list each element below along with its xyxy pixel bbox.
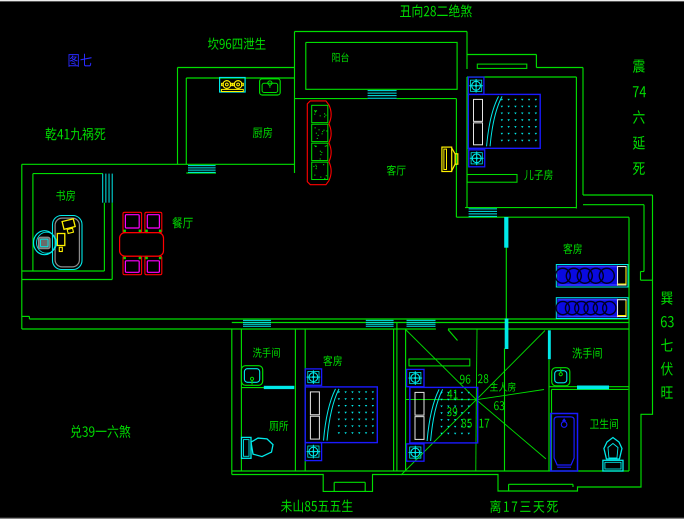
window-hall-window-3 — [406, 319, 436, 327]
text-room-living — [386, 164, 406, 176]
walls — [21, 30, 654, 492]
study-desk — [51, 214, 83, 271]
window-kitchen-window — [188, 165, 216, 173]
window-master-door — [504, 318, 509, 349]
toilet-right — [602, 436, 624, 472]
bed-master — [409, 386, 479, 444]
wall — [305, 41, 458, 90]
text-room-guest-tr — [563, 243, 582, 255]
ac-guest-2 — [304, 441, 323, 462]
text-num-17 — [479, 418, 490, 428]
ac-master-1 — [405, 368, 425, 388]
window-hall-window-1 — [243, 319, 271, 327]
text-num-85 — [461, 418, 472, 428]
text-compass-li — [490, 499, 558, 513]
text-compass-xun — [660, 291, 674, 399]
furniture — [32, 63, 629, 472]
text-room-washroom-l — [252, 347, 280, 358]
ac-son-2 — [468, 149, 486, 168]
text-room-dining — [172, 217, 193, 229]
text-num-63 — [494, 401, 505, 411]
text-compass-dui — [70, 424, 131, 438]
text-room-washroom-r — [572, 347, 602, 359]
text-room-balcony — [332, 52, 349, 63]
sink-washroom-r — [551, 367, 571, 387]
window-hall-window-2 — [365, 319, 394, 327]
son-niche-shelf — [476, 63, 528, 69]
window-toilet-door — [263, 385, 295, 390]
sink-washroom-l — [240, 365, 264, 386]
window-balcony-window — [367, 90, 397, 99]
window-guest-tr-door — [504, 217, 509, 248]
bed-son — [467, 93, 541, 150]
tv-speaker — [441, 146, 459, 173]
bathtub — [549, 412, 579, 472]
text-compass-wei — [280, 499, 353, 513]
bed-guest-tr-2 — [555, 297, 629, 320]
text-compass-qian — [45, 127, 106, 141]
text-room-bath — [590, 418, 618, 430]
text-compass-north — [400, 4, 472, 18]
window-son-window — [468, 208, 497, 217]
text-room-toilet — [269, 420, 289, 432]
bed-guest-bl — [304, 386, 379, 444]
wall — [231, 195, 654, 492]
kitchen-sink — [259, 78, 281, 96]
stove — [219, 76, 246, 93]
study-chair — [32, 230, 57, 256]
sofa — [306, 100, 332, 186]
windows — [102, 90, 609, 390]
master-wardrobe — [408, 358, 471, 367]
text-compass-zhen — [632, 59, 647, 175]
text-num-28 — [477, 374, 489, 384]
text-room-son — [524, 169, 553, 181]
text-room-guest-bl — [323, 355, 342, 367]
window-washroom-door — [547, 330, 551, 360]
text-compass-kan — [207, 37, 266, 50]
bed-guest-tr-1 — [554, 264, 629, 288]
ac-master-2 — [405, 443, 425, 462]
text-room-study — [56, 189, 76, 202]
dining-set — [118, 211, 165, 276]
wall — [447, 329, 458, 341]
text-room-master — [489, 381, 516, 392]
window-bath-window — [577, 385, 609, 390]
son-shelf — [466, 173, 518, 183]
toilet-left — [240, 436, 274, 459]
text-room-kitchen — [252, 126, 273, 139]
window-study-window — [102, 173, 113, 203]
text-num-41 — [447, 389, 458, 399]
ac-guest-1 — [304, 368, 323, 386]
text-figure-label — [68, 53, 92, 67]
text-num-96 — [459, 374, 471, 384]
text-num-39 — [446, 407, 458, 417]
